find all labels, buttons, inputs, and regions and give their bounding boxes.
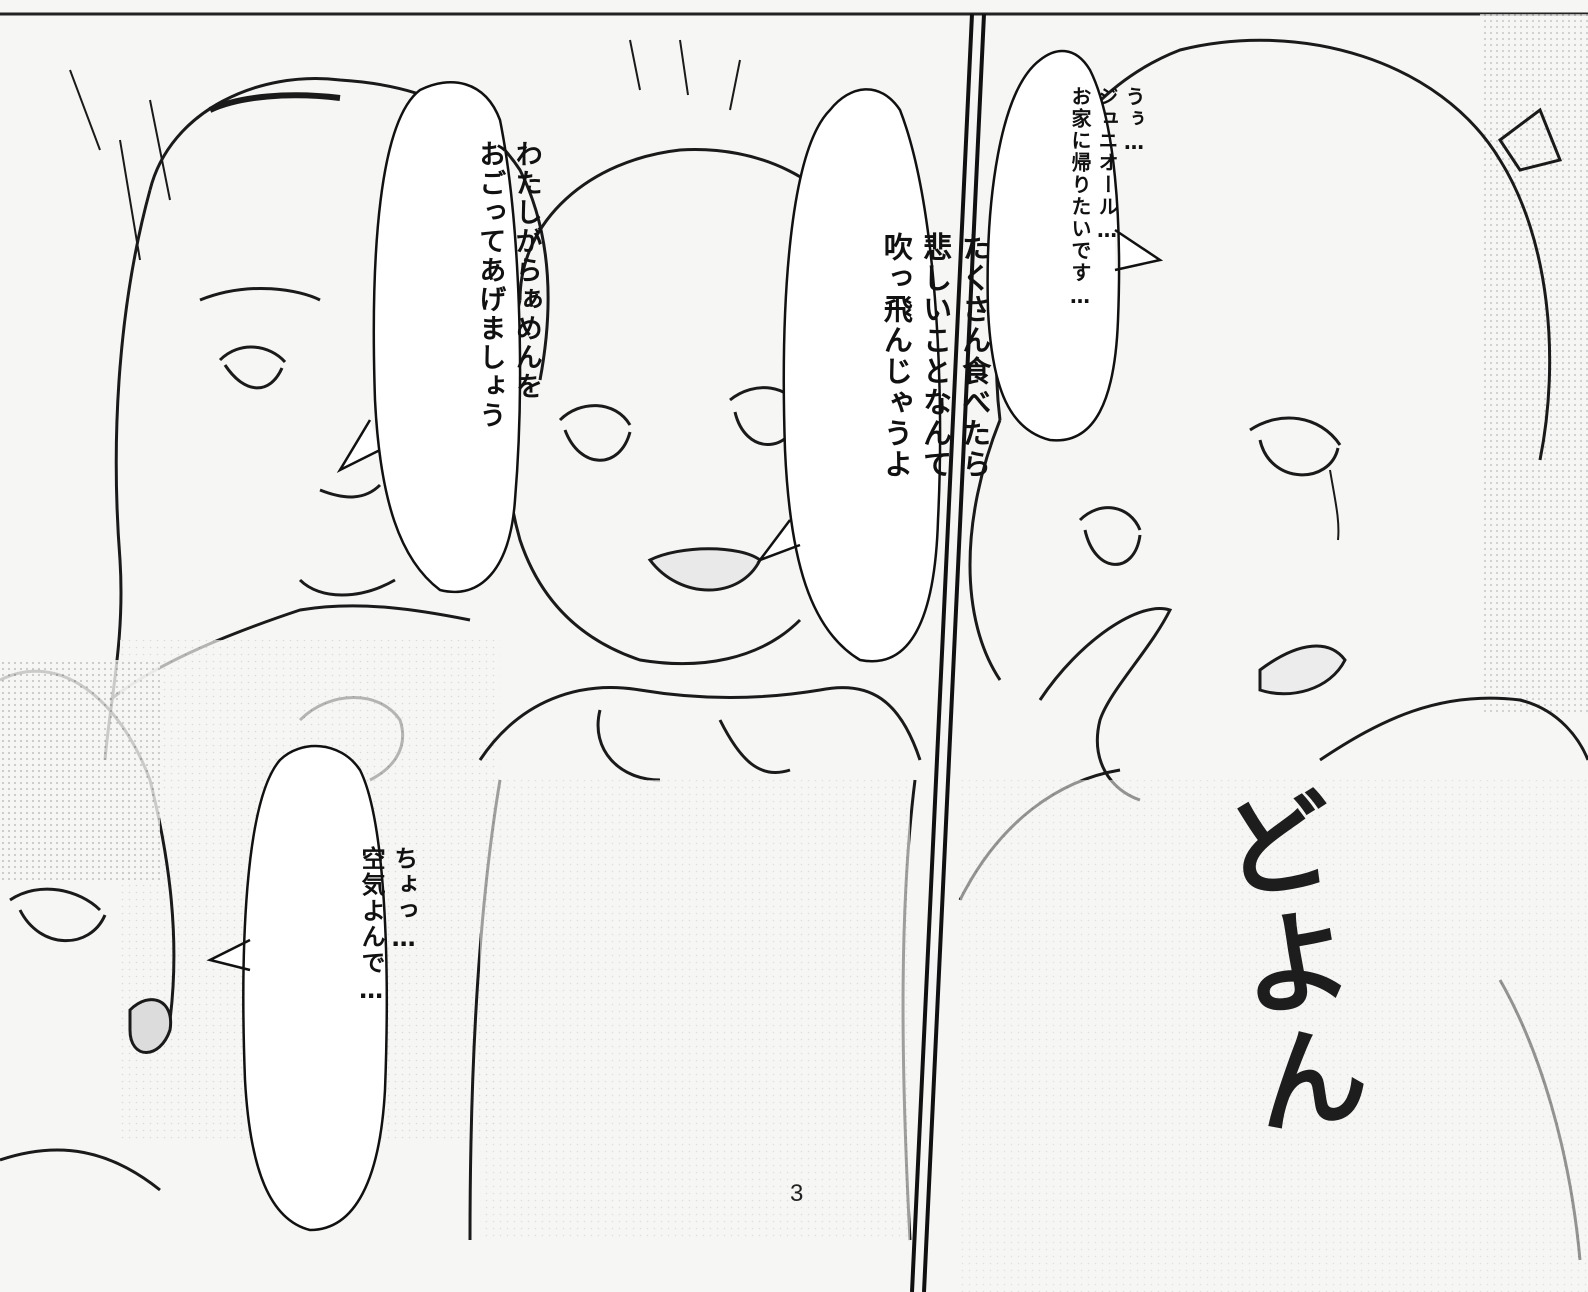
bubble-line: わたしがらぁめんを — [510, 140, 542, 401]
bubble-line: うぅ… — [1122, 86, 1146, 156]
bubble-line: 悲しいことなんて — [918, 232, 953, 480]
page-number: 3 — [790, 1180, 804, 1207]
bubble-right-top-text: うぅ…ジュニオール…お家に帰りたいです… — [1012, 86, 1201, 310]
bubble-left-bottom — [206, 744, 388, 1232]
panel-divider — [910, 13, 986, 1292]
bubble-center-top — [756, 88, 942, 663]
bubble-center-top-text: たくさん食べたら悲しいことなんて吹っ飛んじゃうよ — [798, 232, 1072, 480]
bubble-line: ちょっ… — [389, 846, 418, 954]
bubble-right-top — [986, 49, 1164, 442]
bubble-line: ジュニオール… — [1095, 86, 1119, 244]
bubble-line: 空気よんで… — [357, 846, 386, 1006]
bubble-line: お家に帰りたいです… — [1068, 86, 1092, 310]
right-panel — [958, 14, 1588, 1292]
bubble-line: おごってあげましょう — [474, 140, 506, 430]
left-panel — [0, 39, 942, 1241]
bubble-left-top-text: わたしがらぁめんをおごってあげましょう — [398, 140, 617, 430]
bubble-line: 吹っ飛んじゃうよ — [879, 232, 914, 480]
bubble-left-top — [336, 81, 522, 594]
bubble-left-bottom-text: ちょっ…空気よんで… — [290, 846, 484, 1006]
bubble-line: たくさん食べたら — [957, 232, 992, 480]
